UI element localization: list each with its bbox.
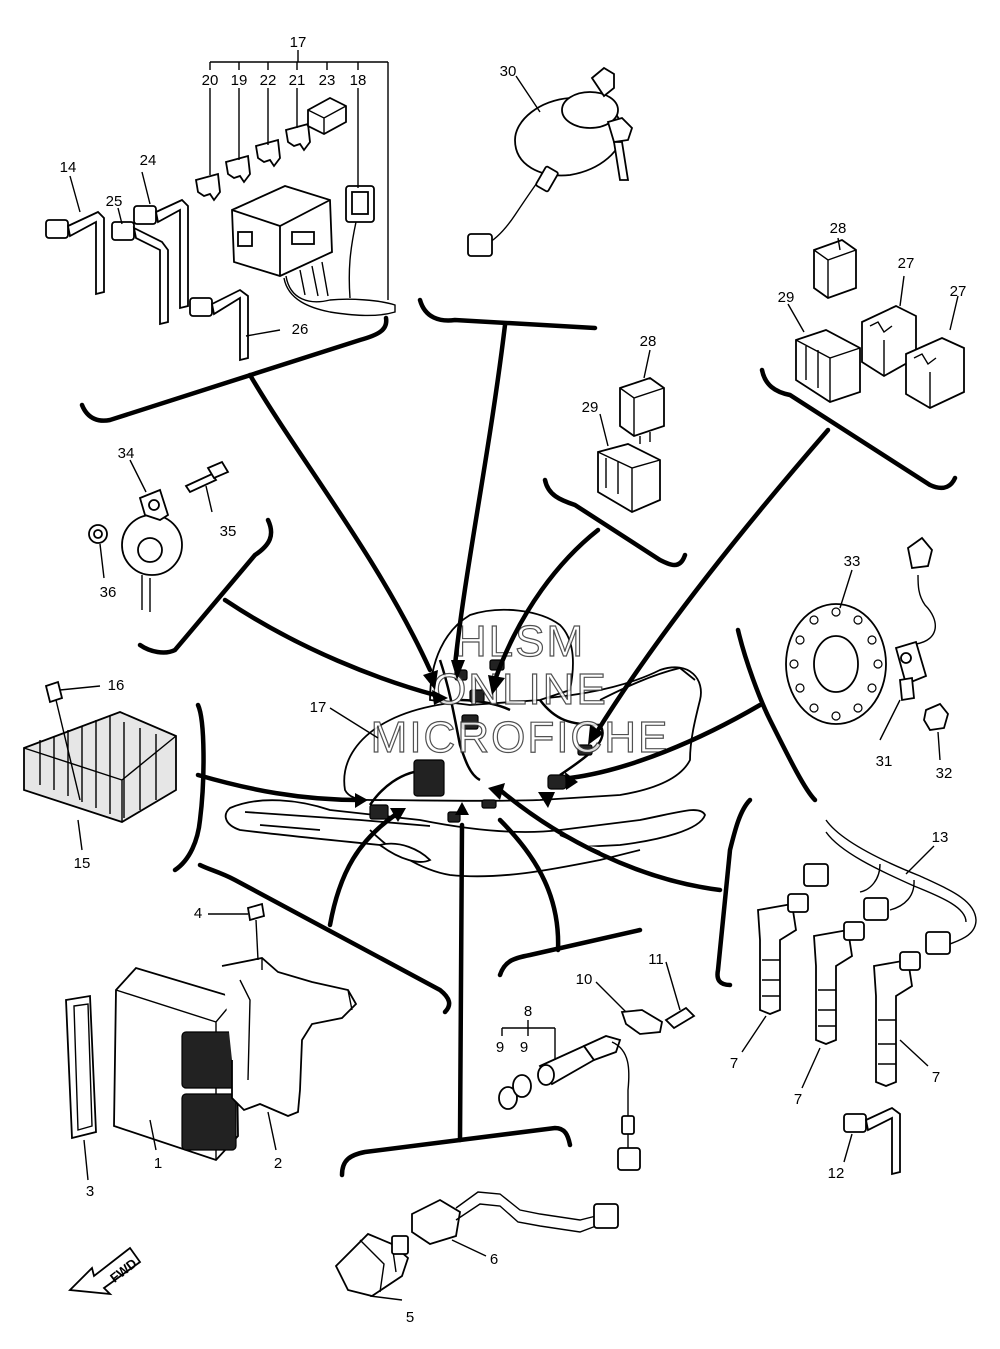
label-28-right: 28: [830, 220, 847, 237]
cable-tie-12: [843, 1106, 901, 1176]
label-7-a: 7: [730, 1055, 738, 1072]
relay-28-right: [813, 238, 857, 300]
label-12: 12: [828, 1165, 845, 1182]
nut-36: [88, 524, 108, 544]
lead-6: [411, 1191, 619, 1245]
callout-brackets: [79, 297, 958, 1178]
fuse-box-17: [231, 185, 396, 317]
label-8: 8: [524, 1003, 532, 1020]
o-ring-9a: [498, 1086, 518, 1110]
bolt-11: [664, 1006, 696, 1030]
label-23: 23: [319, 72, 336, 89]
relay-28-center: [619, 377, 665, 444]
label-22: 22: [260, 72, 277, 89]
ignition-coil-7a: [757, 893, 809, 1015]
fuse-22: [254, 138, 281, 168]
label-17-vehicle: 17: [310, 699, 327, 716]
label-9-a: 9: [496, 1039, 504, 1056]
label-1: 1: [154, 1155, 162, 1172]
label-10: 10: [576, 971, 593, 988]
rotor-plate-33: [785, 603, 887, 725]
label-29-right: 29: [778, 289, 795, 306]
speed-sensor-34: [121, 488, 183, 612]
band-3: [65, 994, 97, 1140]
label-7-c: 7: [932, 1069, 940, 1086]
part-labels: 14 24 25 26 17 20 19 22 21 23 18 30 28 2…: [60, 34, 967, 1326]
label-18: 18: [350, 72, 367, 89]
label-15: 15: [74, 855, 91, 872]
bolt-35: [184, 460, 230, 494]
cover-23: [307, 96, 347, 136]
label-17: 17: [290, 34, 307, 51]
label-4: 4: [194, 905, 202, 922]
ignition-coil-7c: [873, 951, 921, 1087]
label-7-b: 7: [794, 1091, 802, 1108]
nut-32: [923, 702, 949, 731]
ignition-coil-7b: [813, 921, 865, 1045]
sensor-8: [537, 1035, 641, 1171]
bracket-17: [209, 50, 389, 300]
label-30: 30: [500, 63, 517, 80]
wire-harness-13: [803, 819, 977, 955]
label-27-a: 27: [898, 255, 915, 272]
label-33: 33: [844, 553, 861, 570]
fuse-19: [224, 154, 251, 184]
bolt-4: [246, 902, 266, 961]
ignition-switch-30: [467, 66, 634, 257]
label-9-b: 9: [520, 1039, 528, 1056]
leader-lines: [59, 75, 959, 1301]
sensor-31: [894, 536, 937, 702]
bracket-8-lines: [501, 1020, 556, 1060]
watermark: HLSM ONLINE MICROFICHE: [370, 616, 670, 762]
label-21: 21: [289, 72, 306, 89]
label-20: 20: [202, 72, 219, 89]
fuse-21: [284, 122, 311, 152]
label-19: 19: [231, 72, 248, 89]
cable-tie-24: [133, 198, 189, 310]
label-26: 26: [292, 321, 309, 338]
label-16: 16: [108, 677, 125, 694]
label-6: 6: [490, 1251, 498, 1268]
svg-text:ONLINE: ONLINE: [432, 665, 608, 714]
relay-socket-29-center: [597, 443, 661, 514]
label-34: 34: [118, 445, 135, 462]
label-28-center: 28: [640, 333, 657, 350]
label-3: 3: [86, 1183, 94, 1200]
o-ring-9b: [512, 1074, 532, 1098]
label-36: 36: [100, 584, 117, 601]
label-11: 11: [648, 951, 664, 968]
label-31: 31: [876, 753, 893, 770]
cable-tie-25: [111, 221, 169, 326]
label-2: 2: [274, 1155, 282, 1172]
fuse-20: [194, 172, 221, 202]
ecu-1: [113, 966, 239, 1162]
forward-arrow-icon: FWD: [68, 1246, 142, 1296]
relay-cover-27b: [905, 337, 965, 410]
label-24: 24: [140, 152, 157, 169]
svg-text:MICROFICHE: MICROFICHE: [371, 713, 670, 762]
bracket-2: [221, 957, 358, 1117]
label-25: 25: [106, 193, 123, 210]
label-35: 35: [220, 523, 237, 540]
cable-tie-26: [189, 288, 249, 362]
bolt-16: [44, 680, 81, 801]
relay-socket-29-right: [795, 329, 861, 403]
switch-5: [334, 1232, 410, 1297]
label-27-b: 27: [950, 283, 967, 300]
regulator-15: [23, 711, 177, 823]
bracket-10: [620, 1009, 664, 1035]
relay-18: [345, 185, 375, 299]
cable-tie-14: [45, 210, 105, 296]
label-14: 14: [60, 159, 77, 176]
label-5: 5: [406, 1309, 414, 1326]
label-32: 32: [936, 765, 953, 782]
label-13: 13: [932, 829, 949, 846]
label-29-center: 29: [582, 399, 599, 416]
